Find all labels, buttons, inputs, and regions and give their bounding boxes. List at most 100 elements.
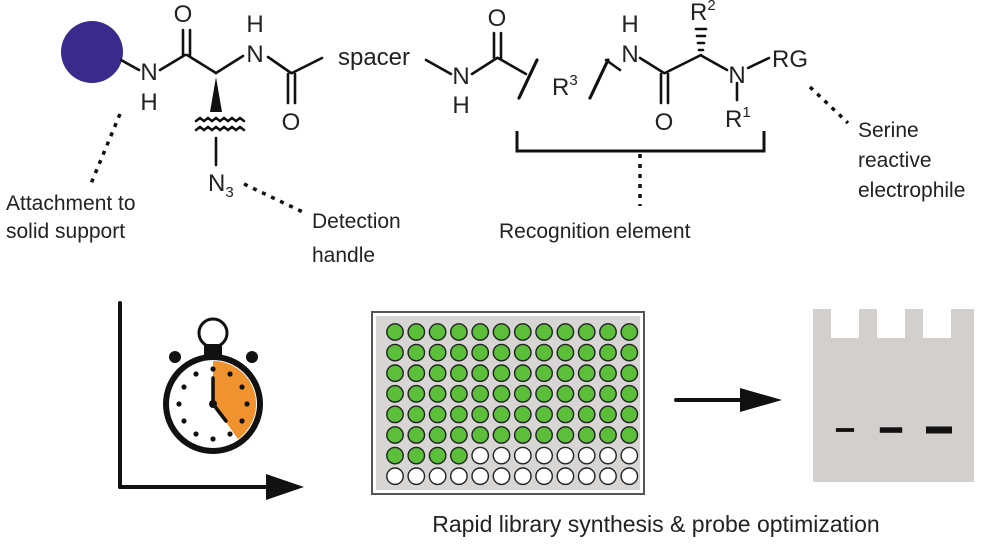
well-empty [513,467,532,486]
well-filled [599,405,617,424]
well-filled [407,426,426,444]
detection-label: Detection handle [312,210,407,267]
well-filled [577,364,596,383]
well-filled [513,323,532,341]
well-empty [599,467,617,486]
well-filled [386,405,404,424]
bond [746,56,771,70]
spacer-label: spacer [338,44,410,71]
well-filled [449,426,468,444]
well-filled [386,426,404,444]
atom-n-right: N [728,62,745,89]
well-filled [428,323,447,341]
well-filled [492,343,511,362]
wedge-bond [210,77,222,112]
well-empty [492,467,511,486]
gel-band [926,426,952,434]
bond [604,58,622,72]
bond [119,58,141,72]
well-filled [492,426,511,444]
well-filled [577,343,596,362]
recognition-bracket [515,131,766,153]
well-filled [535,364,553,383]
elapsed-time-wedge [213,361,257,439]
well-plate [371,311,645,495]
well-filled [599,364,617,383]
azide-group: N3 [208,170,234,201]
wavy-bond [194,116,246,123]
well-empty [577,446,596,465]
well-empty [535,467,553,486]
atom-h2-top: H [621,11,638,38]
atom-h-top: H [246,11,263,38]
r1-group: R1 [725,104,751,133]
well-filled [407,323,426,341]
well-empty [620,467,639,486]
well-filled [577,323,596,341]
bond [424,58,453,76]
bond [700,54,729,72]
well-filled [407,446,426,465]
stopwatch-crown [204,344,222,357]
atom-o-right: O [655,109,674,136]
well-filled [407,384,426,403]
well-filled [620,426,639,444]
r2-group: R2 [690,0,716,26]
well-filled [492,405,511,424]
atom-n-mid: N [452,63,469,90]
well-filled [449,405,468,424]
gel-bands [835,426,952,434]
break-mark [517,58,539,100]
well-filled [449,384,468,403]
well-filled [428,384,447,403]
well-filled [556,405,575,424]
well-filled [471,323,490,341]
well-filled [556,364,575,383]
bond [214,54,245,75]
well-filled [492,384,511,403]
gel-image [813,309,974,482]
well-filled [471,426,490,444]
bond [158,53,187,72]
electrophile-label: Serine reactive electrophile [858,119,965,202]
well-filled [556,426,575,444]
well-filled [556,343,575,362]
annotations: Attachment to solid support Detection ha… [6,85,965,267]
well-filled [535,343,553,362]
well-filled [577,405,596,424]
bond [496,56,528,76]
wavy-bond [194,125,246,132]
axis-arrow-icon [266,474,304,500]
well-filled [513,384,532,403]
well-filled [599,426,617,444]
well-filled [556,323,575,341]
well-filled [492,323,511,341]
well-empty [449,467,468,486]
stopwatch-ring [197,317,229,349]
well-filled [449,446,468,465]
well-grid [386,323,639,486]
well-filled [407,343,426,362]
well-filled [449,323,468,341]
well-filled [428,426,447,444]
well-filled [556,384,575,403]
well-empty [471,446,490,465]
clock-center [209,400,217,408]
well-filled [449,343,468,362]
atom-o-spacer: O [488,5,507,32]
well-filled [471,405,490,424]
well-filled [386,364,404,383]
well-filled [577,384,596,403]
well-filled [428,446,447,465]
well-filled [407,405,426,424]
well-empty [535,446,553,465]
well-filled [599,384,617,403]
well-empty [407,467,426,486]
well-empty [556,446,575,465]
stopwatch-button-left [169,351,181,363]
well-empty [386,467,404,486]
well-filled [620,364,639,383]
workflow-caption: Rapid library synthesis & probe optimiza… [432,511,879,537]
well-empty [428,467,447,486]
